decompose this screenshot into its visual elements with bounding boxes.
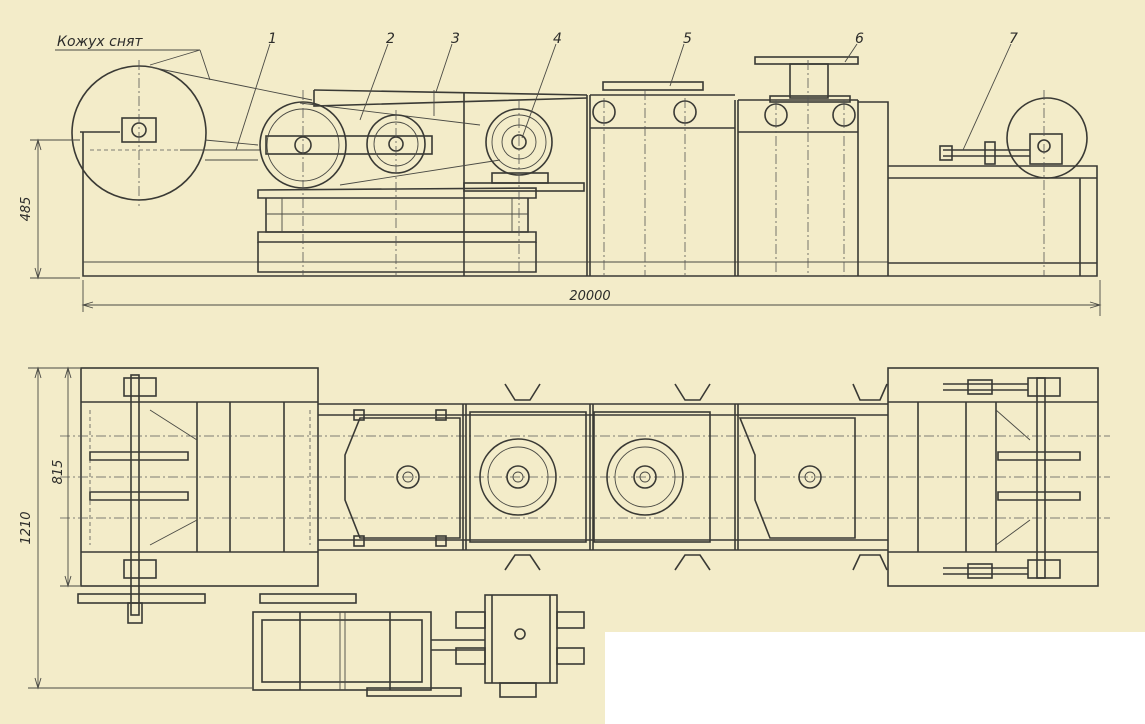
dimension-length-label: 20000: [569, 289, 610, 304]
motor-pulley: [463, 108, 585, 192]
plan-section-b: [469, 383, 587, 571]
plan-chain-sections: [60, 403, 1110, 551]
callout-leaders: [235, 43, 1012, 151]
sprocket-1: [259, 101, 433, 189]
plan-section-a: [344, 409, 461, 547]
dimension-height: 485: [19, 138, 80, 280]
callout-2: 2: [386, 31, 395, 47]
blank-patch: [605, 632, 1145, 724]
elevation-section-panels: [313, 89, 889, 276]
dimension-length: 20000: [81, 280, 1102, 316]
plan-section-c: [593, 383, 711, 571]
callout-3: 3: [451, 31, 460, 47]
carriage-6: [754, 56, 859, 276]
callout-4: 4: [553, 31, 562, 47]
drive-base: [257, 90, 537, 275]
plan-gearbox: [252, 611, 485, 697]
casing-note-label: Кожух снят: [57, 34, 143, 50]
callout-5: 5: [683, 31, 692, 47]
callout-1: 1: [268, 31, 277, 47]
tail-drum: [939, 90, 1088, 276]
dimension-plan-width-label: 1210: [19, 511, 34, 544]
plan-head-shaft: [77, 374, 357, 624]
carriage-5: [592, 81, 704, 276]
elevation-view: 485 20000 Кожух снят 1 2 3 4 5 6: [19, 31, 1102, 316]
callout-6: 6: [855, 31, 864, 47]
casing-note: Кожух снят: [55, 34, 211, 81]
plan-motor: [455, 594, 585, 698]
callout-7: 7: [1009, 31, 1018, 47]
plan-tail-frame: [887, 367, 1099, 587]
chain-drive-lines: [149, 66, 501, 186]
dimension-plan-width: 1210: [19, 366, 252, 690]
dimension-plan-inner: 815: [51, 366, 80, 588]
plan-section-d: [738, 383, 888, 571]
elevation-frame: [80, 131, 1098, 277]
plan-view: 1210 815: [19, 366, 1110, 698]
dimension-height-label: 485: [19, 197, 34, 222]
dimension-plan-inner-label: 815: [51, 460, 66, 485]
